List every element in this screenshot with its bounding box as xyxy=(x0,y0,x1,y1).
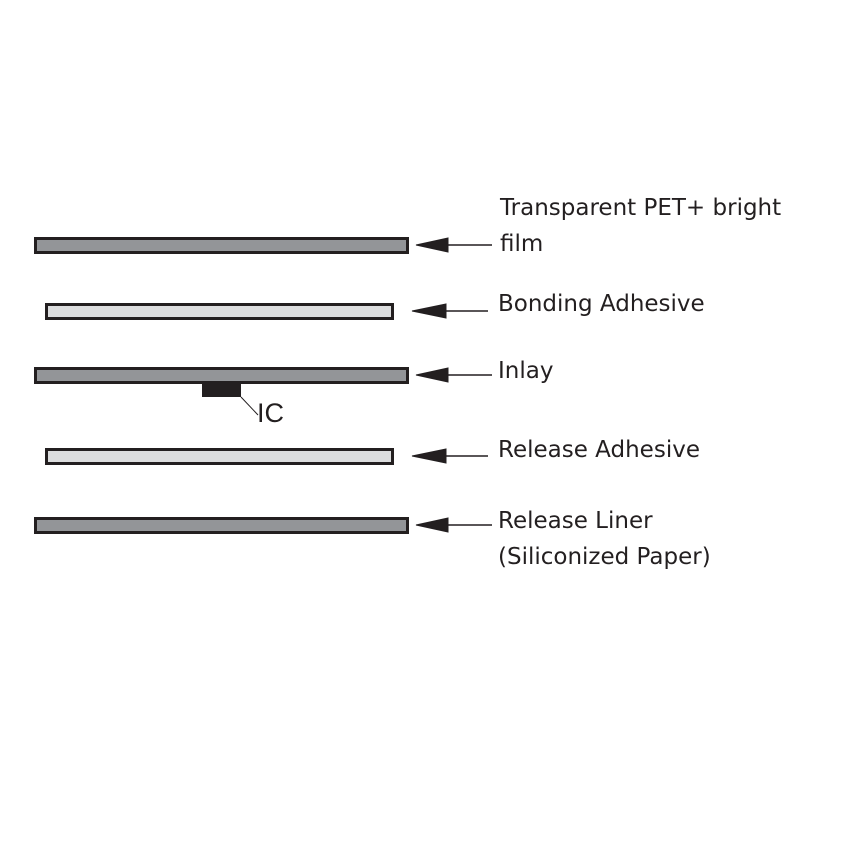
label-release-adhesive: Release Adhesive xyxy=(498,437,700,463)
bonding-adhesive-layer xyxy=(45,303,394,320)
inlay-layer xyxy=(34,367,409,384)
ic-leader-line xyxy=(240,396,259,416)
ic-label: IC xyxy=(257,398,284,428)
label-release-liner-1: Release Liner xyxy=(498,508,653,534)
arrow-bonding-adhesive xyxy=(411,303,488,319)
release-liner-layer xyxy=(34,517,409,534)
arrow-release-adhesive xyxy=(411,448,488,464)
label-release-liner-2: (Siliconized Paper) xyxy=(498,544,711,570)
arrow-pet-film xyxy=(415,237,492,253)
label-inlay: Inlay xyxy=(498,358,554,384)
label-bonding-adhesive: Bonding Adhesive xyxy=(498,291,705,317)
label-pet-film-1: Transparent PET+ bright xyxy=(500,195,782,221)
pet-film-layer xyxy=(34,237,409,254)
label-pet-film-2: film xyxy=(500,231,544,257)
release-adhesive-layer xyxy=(45,448,394,465)
ic-chip xyxy=(202,383,241,397)
arrow-inlay xyxy=(415,367,492,383)
arrow-release-liner xyxy=(415,517,492,533)
